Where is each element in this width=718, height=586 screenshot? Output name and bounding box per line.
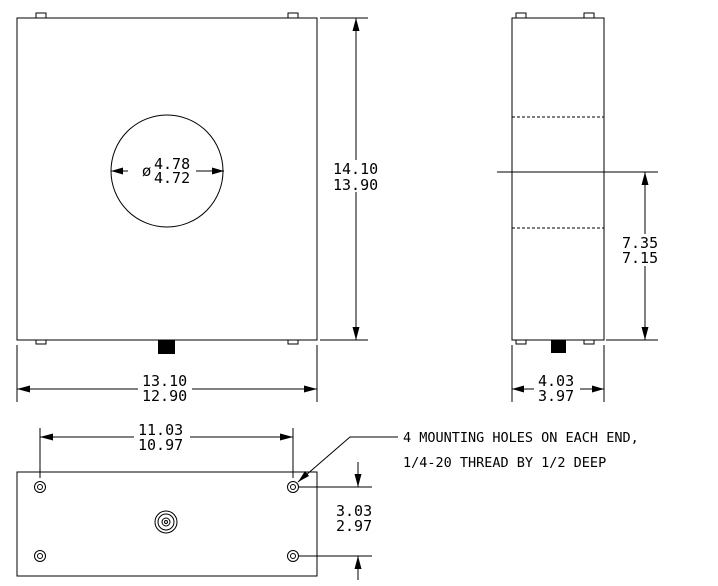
width-arrow-left bbox=[17, 385, 30, 393]
depth-arrow-right bbox=[592, 385, 604, 393]
width-label-background bbox=[138, 372, 192, 404]
hole-spacing-arrow-right bbox=[280, 433, 293, 441]
bottom-view-body bbox=[16, 471, 318, 577]
side-view-body bbox=[511, 17, 605, 341]
mounting-hole-top-left bbox=[34, 481, 46, 493]
mounting-hole-bottom-left bbox=[34, 550, 46, 562]
depth-arrow-left bbox=[512, 385, 524, 393]
front-view-bottom-tab-right bbox=[287, 339, 299, 345]
depth-max-value: 4.03 bbox=[538, 372, 574, 390]
side-view-bottom-tab-left bbox=[515, 339, 527, 345]
bottom-view: 11.03 10.97 3.03 2.97 4 MOUNTING HOLES O… bbox=[16, 421, 639, 580]
hole-spacing-label-background bbox=[134, 421, 190, 453]
side-view-top-tab-left bbox=[515, 12, 527, 19]
hole-spacing-max-value: 11.03 bbox=[138, 421, 183, 439]
side-view-connector bbox=[551, 340, 566, 353]
front-view-bottom-tab-left bbox=[35, 339, 47, 345]
side-view: 7.35 7.15 4.03 3.97 bbox=[497, 12, 668, 405]
hole-spacing-min-value: 10.97 bbox=[138, 436, 183, 454]
width-max-value: 13.10 bbox=[142, 372, 187, 390]
front-view-top-tab-right bbox=[287, 12, 299, 19]
front-view: ø 4.78 4.72 14.10 13.90 13.10 12.90 bbox=[16, 12, 380, 405]
depth-label-background bbox=[534, 372, 580, 404]
center-height-label-background bbox=[618, 234, 668, 266]
mounting-hole-bottom-right bbox=[287, 550, 299, 562]
mounting-note-arrow bbox=[298, 471, 309, 482]
hole-row-arrow-top bbox=[354, 474, 362, 487]
side-view-top-tab-right bbox=[583, 12, 595, 19]
mounting-hole-top-right bbox=[287, 481, 299, 493]
hole-row-arrow-bottom bbox=[354, 556, 362, 569]
center-height-arrow-top bbox=[641, 172, 649, 185]
diameter-min-value: 4.72 bbox=[154, 169, 190, 187]
height-min-value: 13.90 bbox=[333, 176, 378, 194]
mounting-note-line-1: 4 MOUNTING HOLES ON EACH END, bbox=[403, 430, 639, 446]
diameter-arrow-left bbox=[111, 167, 123, 175]
front-view-connector bbox=[158, 340, 175, 354]
mounting-note-leader bbox=[297, 436, 398, 483]
height-max-value: 14.10 bbox=[333, 160, 378, 178]
side-view-bottom-tab-right bbox=[583, 339, 595, 345]
mounting-note-line-2: 1/4-20 THREAD BY 1/2 DEEP bbox=[403, 455, 606, 471]
height-arrow-bottom bbox=[352, 327, 360, 340]
center-height-arrow-bottom bbox=[641, 327, 649, 340]
center-height-max-value: 7.35 bbox=[622, 234, 658, 252]
depth-min-value: 3.97 bbox=[538, 387, 574, 405]
hole-row-spacing-min-value: 2.97 bbox=[336, 517, 372, 535]
height-label-background bbox=[328, 160, 380, 192]
width-min-value: 12.90 bbox=[142, 387, 187, 405]
center-height-min-value: 7.15 bbox=[622, 249, 658, 267]
bottom-view-connector bbox=[154, 510, 178, 534]
diameter-label-background bbox=[128, 156, 196, 186]
width-arrow-right bbox=[304, 385, 317, 393]
hole-spacing-arrow-left bbox=[40, 433, 53, 441]
diameter-symbol: ø bbox=[142, 162, 151, 180]
diameter-arrow-right bbox=[212, 167, 224, 175]
front-view-top-tab-left bbox=[35, 12, 47, 19]
diameter-max-value: 4.78 bbox=[154, 155, 190, 173]
hole-row-spacing-max-value: 3.03 bbox=[336, 502, 372, 520]
height-arrow-top bbox=[352, 18, 360, 31]
